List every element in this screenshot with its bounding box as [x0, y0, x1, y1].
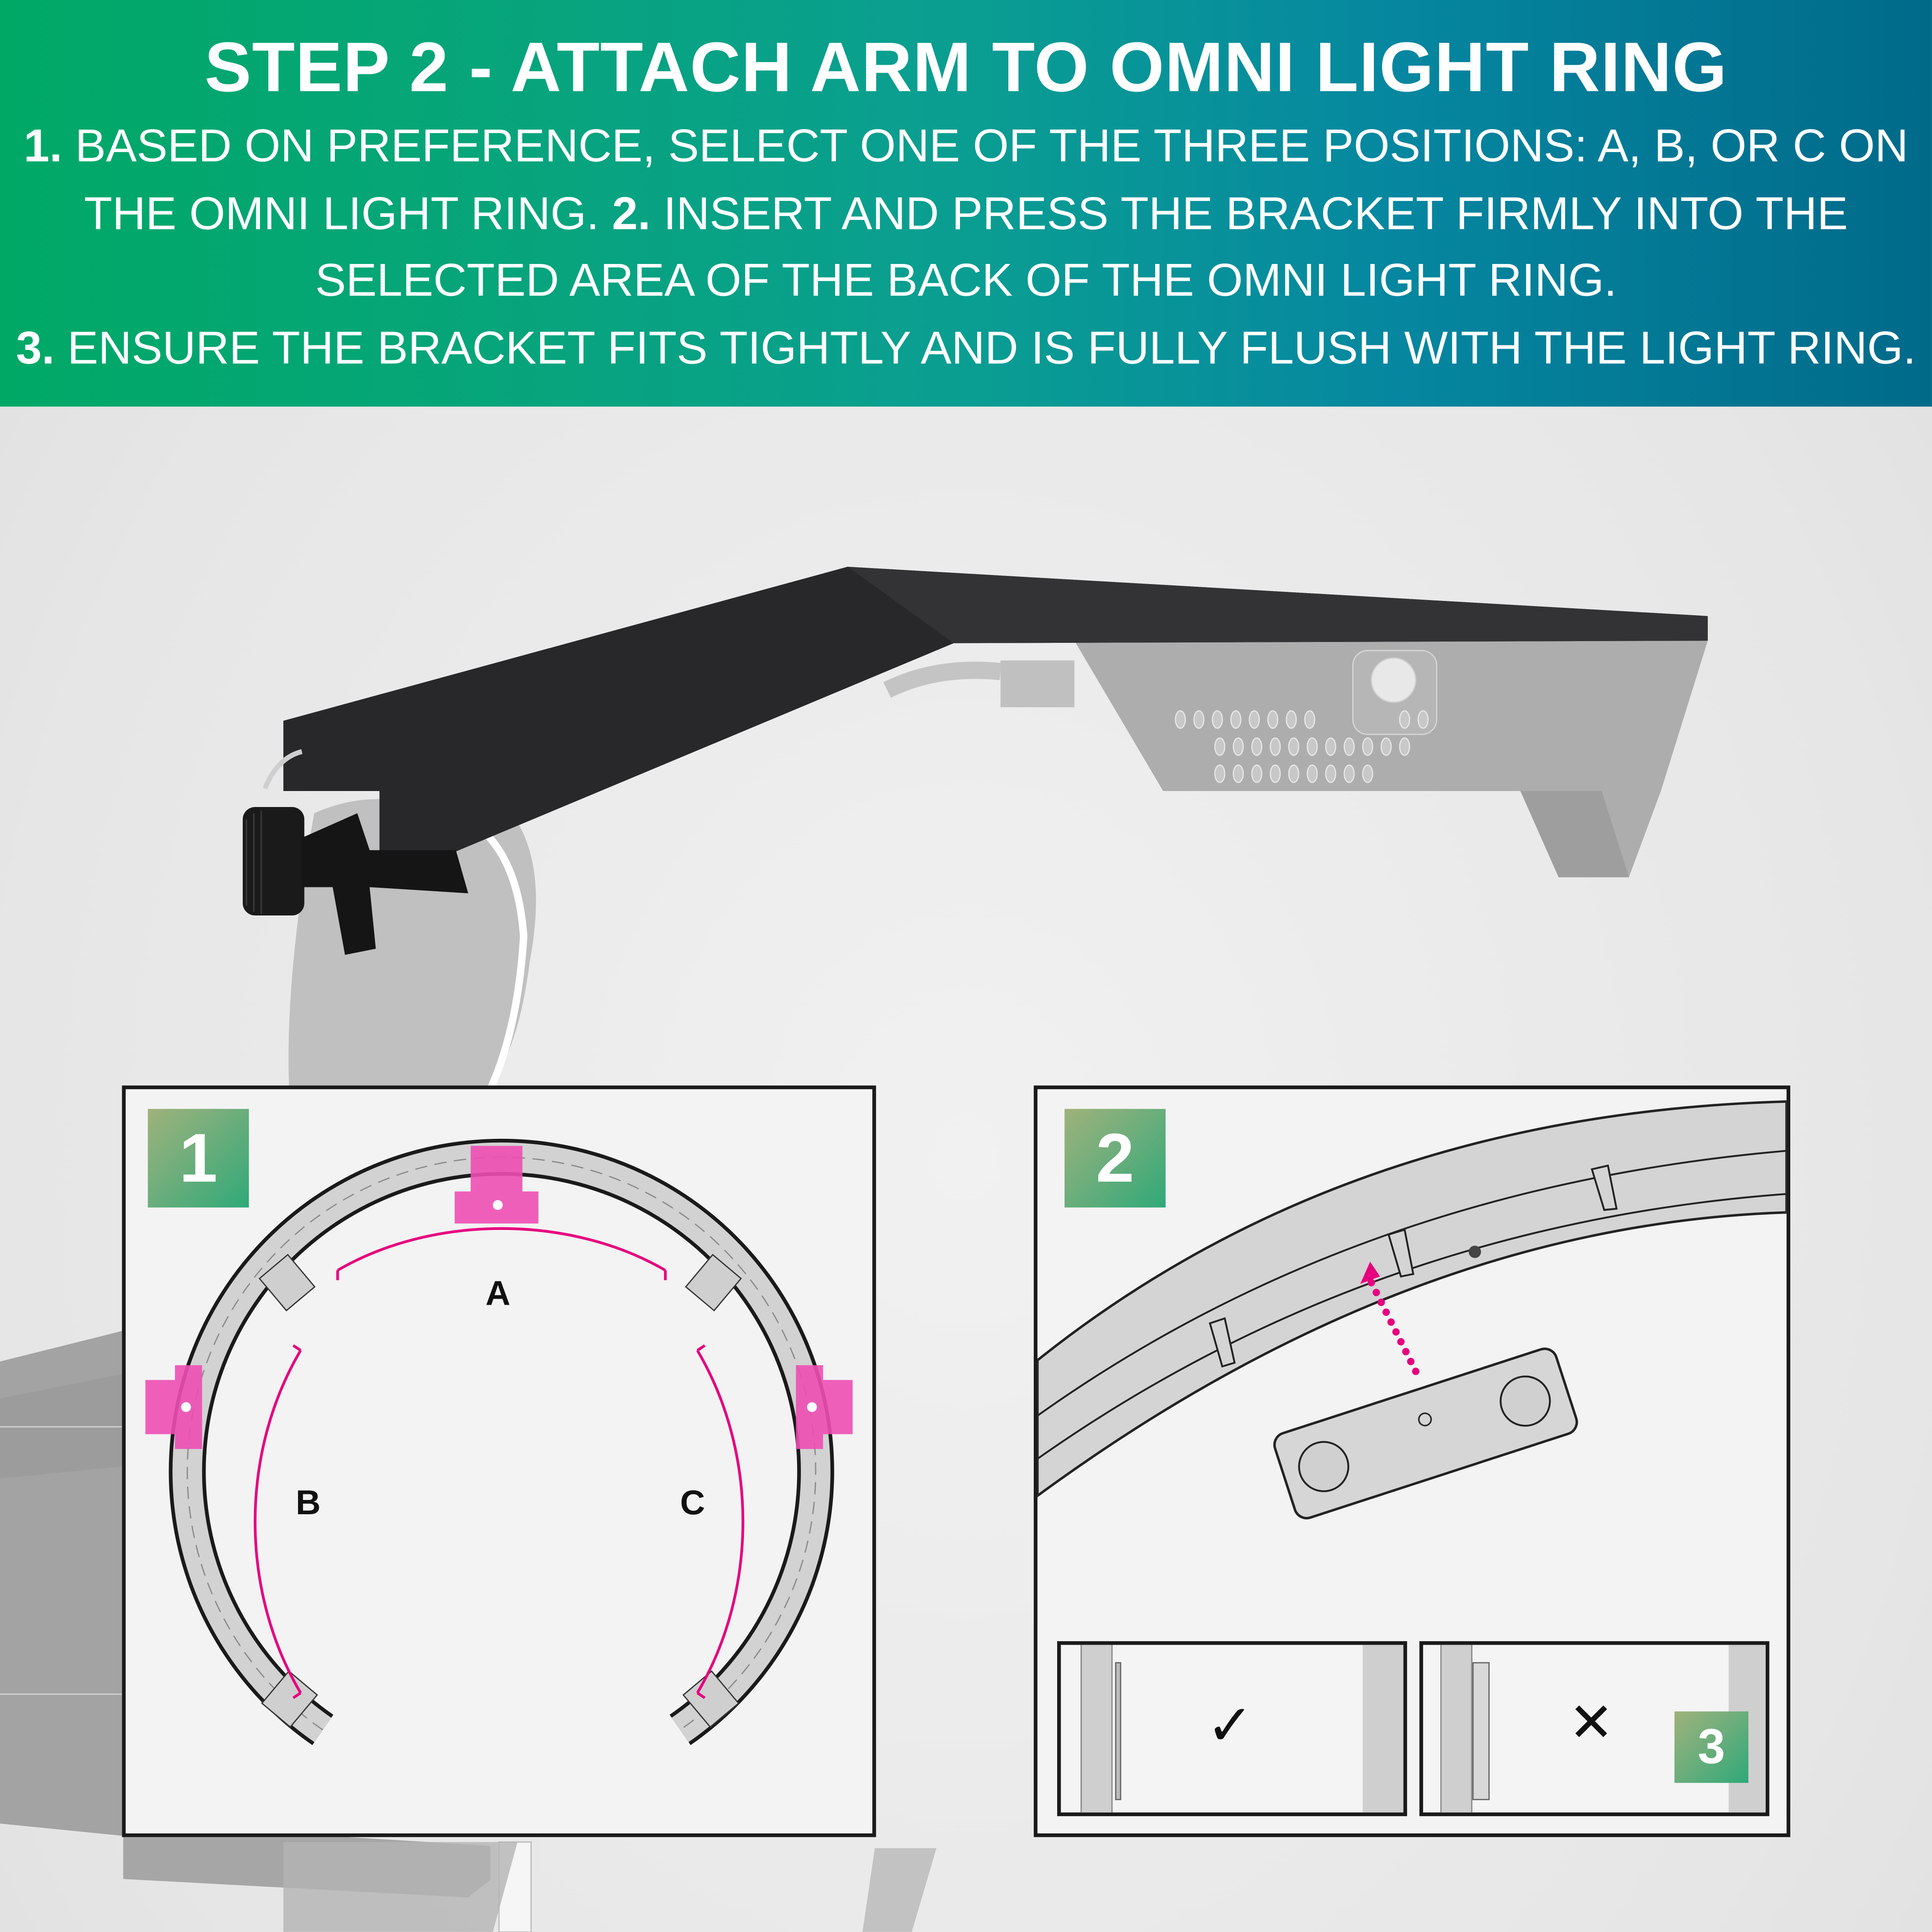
step-badge-1: 1: [148, 1109, 249, 1208]
step-badge-3: 3: [1674, 1711, 1748, 1783]
step-number-3: 3.: [16, 321, 55, 374]
flush-incorrect-panel: ✕ 3: [1419, 1641, 1770, 1816]
bracket-insert-diagram: [1037, 1100, 1787, 1519]
instruction-line-4: 3. ENSURE THE BRACKET FITS TIGHTLY AND I…: [16, 321, 1916, 374]
step-number-2: 2.: [612, 187, 651, 239]
position-label-a: A: [485, 1274, 511, 1312]
header-banner: STEP 2 - ATTACH ARM TO OMNI LIGHT RING 1…: [0, 0, 1932, 407]
page-title: STEP 2 - ATTACH ARM TO OMNI LIGHT RING: [204, 28, 1728, 108]
step-badge-2: 2: [1065, 1109, 1166, 1208]
instruction-line-3: SELECTED AREA OF THE BACK OF THE OMNI LI…: [315, 254, 1617, 306]
position-label-c: C: [680, 1483, 705, 1522]
position-label-b: B: [296, 1483, 321, 1522]
light-ring-diagram: [145, 1139, 853, 1745]
instruction-line-2: THE OMNI LIGHT RING. 2. INSERT AND PRESS…: [84, 187, 1848, 239]
checkmark-icon: ✓: [1206, 1691, 1254, 1758]
step-number-1: 1.: [23, 119, 63, 172]
cross-icon: ✕: [1568, 1691, 1614, 1755]
panel-positions: 1: [122, 1085, 876, 1837]
instruction-line-1: 1. BASED ON PREFERENCE, SELECT ONE OF TH…: [23, 119, 1909, 172]
panel-insert-bracket: 2: [1033, 1085, 1790, 1837]
flush-correct-panel: ✓: [1057, 1641, 1407, 1816]
